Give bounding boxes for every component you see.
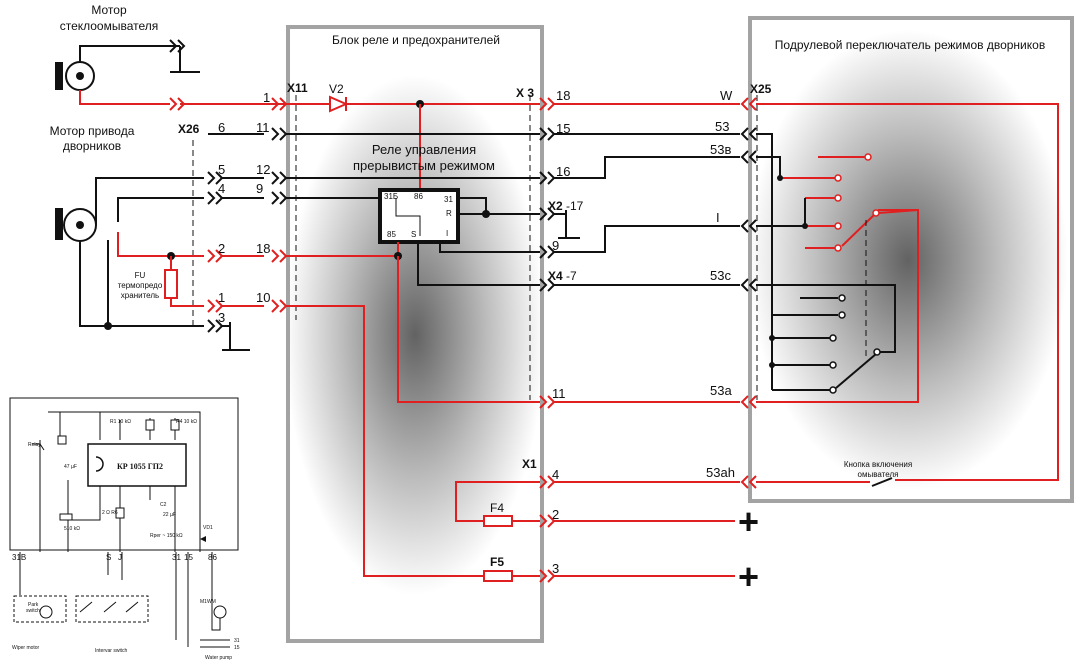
x3-pin-16: 16 <box>556 164 570 179</box>
x25-pin-53: 53 <box>715 119 729 134</box>
plus-terminal-1: + <box>738 501 759 542</box>
x1-pin-4: 4 <box>552 467 559 482</box>
inset-part-c1: 47 µF <box>64 464 77 470</box>
inset-park-switch-2: switch <box>26 608 40 614</box>
connector-x4-pin: -7 <box>566 269 577 283</box>
x26-pin-3: 3 <box>218 310 225 325</box>
connector-x11: X11 <box>287 81 308 95</box>
relay-pin-s: S <box>411 230 416 239</box>
connector-x4: X4 <box>548 269 563 283</box>
x26-pin-2: 2 <box>218 241 225 256</box>
washer-button-label-2: омывателя <box>858 470 899 479</box>
plus-terminal-2: + <box>738 556 759 597</box>
x1-pin-2: 2 <box>552 507 559 522</box>
connector-x2-pin: -17 <box>566 199 584 213</box>
fuse-f4-icon <box>483 515 513 527</box>
switch-block-shading <box>748 30 1068 490</box>
x11-pin-10: 10 <box>256 290 270 305</box>
fuse-f4-label: F4 <box>490 501 504 515</box>
x25-pin-w: W <box>720 88 733 103</box>
inset-part-r4: R4 10 kΩ <box>176 419 197 425</box>
inset-pin-15: 15 <box>184 553 193 562</box>
inset-chip-label: КР 1055 ГП2 <box>117 462 163 471</box>
diode-v2-icon <box>329 95 349 113</box>
washer-motor-label-2: стеклоомывателя <box>60 19 159 33</box>
inset-pin-86: 86 <box>208 553 217 562</box>
x3-pin-11: 11 <box>552 386 566 401</box>
fuse-fu-label-1: FU <box>135 271 146 280</box>
x11-pin-9: 9 <box>256 181 263 196</box>
inset-park-switch-1: Park <box>28 602 39 608</box>
diode-v2-label: V2 <box>329 82 344 96</box>
connector-x2: X2 <box>548 199 563 213</box>
relay-block-title: Блок реле и предохранителей <box>332 33 500 47</box>
x26-pin-6: 6 <box>218 120 225 135</box>
x25-pin-53c: 53с <box>710 268 731 283</box>
inset-pin-31b: 31B <box>12 553 26 562</box>
inset-chip <box>87 443 187 487</box>
inset-part-r5: 510 kΩ <box>64 526 80 532</box>
x25-pin-53v: 53в <box>710 142 731 157</box>
inset-caption-pump: Water pump <box>205 655 232 661</box>
fuse-fu-label-3: хранитель <box>121 291 159 300</box>
inset-pin-31: 31 <box>172 553 181 562</box>
fuse-fu-label-2: термопредо <box>118 281 163 290</box>
x11-pin-12: 12 <box>256 162 270 177</box>
relay-pin-r: R <box>446 209 452 218</box>
washer-motor-label-1: Мотор <box>91 3 127 17</box>
relay-pin-i: I <box>446 229 448 238</box>
x26-pin-5: 5 <box>218 162 225 177</box>
wiper-motor-label-1: Мотор привода <box>50 124 135 138</box>
x25-pin-i: I <box>716 210 720 225</box>
x11-pin-18: 18 <box>256 241 270 256</box>
relay-block-shading <box>285 75 545 595</box>
relay-pin-31b: 31Б <box>384 192 398 201</box>
fuse-f5-icon <box>483 570 513 582</box>
connector-x25: X25 <box>750 82 772 96</box>
x3-pin-18: 18 <box>556 88 570 103</box>
inset-part-rreg: Rрег ~ 150 kΩ <box>150 533 183 539</box>
relay-title-1: Реле управления <box>372 142 476 157</box>
relay-title-2: прерывистым режимом <box>353 158 495 173</box>
inset-part-r6: 2 Ω R6 <box>102 510 118 516</box>
inset-part-c2: C2 <box>160 502 167 508</box>
inset-caption-intervar: Intervar switch <box>95 648 127 654</box>
x11-pin-11: 11 <box>256 120 270 135</box>
fuse-fu-icon <box>164 269 178 299</box>
switch-block-title: Подрулевой переключатель режимов дворник… <box>775 38 1045 52</box>
inset-caption-wiper: Wiper motor <box>12 645 40 651</box>
washer-button-label-1: Кнопка включения <box>844 460 912 469</box>
connector-x1: X1 <box>522 457 537 471</box>
x26-pin-4: 4 <box>218 181 225 196</box>
inset-schematic: КР 1055 ГП2 Relay C2 Rрег ~ 150 kΩ R1 10… <box>9 397 240 661</box>
inset-part-22uf: 22 µF <box>163 512 176 518</box>
wiper-motor-label-2: дворников <box>63 139 121 153</box>
fuse-f5-label: F5 <box>490 555 504 569</box>
x26-pin-1: 1 <box>218 290 225 305</box>
x3-pin-9: 9 <box>552 238 559 253</box>
inset-pin-s: S <box>106 553 111 562</box>
x25-pin-53ah: 53ah <box>706 465 735 480</box>
inset-pump-label: M1WM <box>200 599 216 605</box>
x3-pin-15: 15 <box>556 121 570 136</box>
inset-part-r1: R1 10 kΩ <box>110 419 131 425</box>
x11-pin-1: 1 <box>263 90 270 105</box>
x25-pin-53a: 53а <box>710 383 732 398</box>
relay-pin-86: 86 <box>414 192 423 201</box>
x1-pin-3: 3 <box>552 561 559 576</box>
connector-x3: X 3 <box>516 86 534 100</box>
inset-pin-j: J <box>118 553 122 562</box>
inset-supply-15: 15 <box>234 645 240 651</box>
connector-x26: X26 <box>178 122 200 136</box>
inset-vd1: VD1 <box>203 525 213 531</box>
relay-pin-31: 31 <box>444 195 453 204</box>
inset-relay-label: Relay <box>28 442 41 448</box>
inset-supply-31: 31 <box>234 638 240 644</box>
relay-pin-85: 85 <box>387 230 396 239</box>
